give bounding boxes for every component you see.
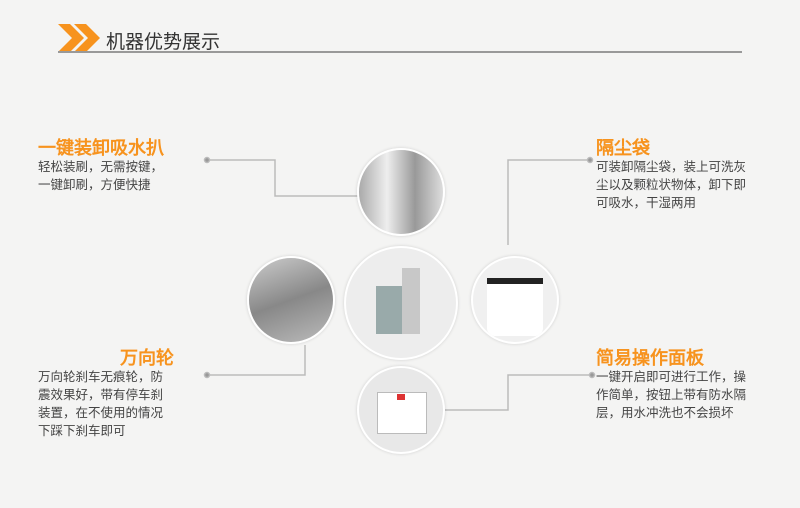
feature-desc-suction: 轻松装刷，无需按键， 一键卸刷，方便快捷 (38, 158, 163, 194)
feature-title-suction: 一键装卸吸水扒 (38, 138, 164, 159)
desc-line: 轻松装刷，无需按键， (38, 159, 164, 174)
image-suction-head (357, 148, 445, 236)
desc-line: 万向轮刹车无痕轮，防 (38, 369, 164, 384)
image-control-panel (357, 366, 445, 454)
desc-line: 层，用水冲洗也不会损坏 (596, 405, 734, 420)
desc-line: 可吸水，干湿两用 (596, 195, 697, 210)
desc-line: 下踩下刹车即可 (38, 423, 126, 438)
image-vacuum-machine (344, 246, 458, 360)
desc-line: 一键卸刷，方便快捷 (38, 177, 151, 192)
desc-line: 震效果好，带有停车刹 (38, 387, 164, 402)
feature-desc-panel: 一键开启即可进行工作，操 作简单，按钮上带有防水隔 层，用水冲洗也不会损坏 (596, 368, 746, 422)
title-divider (58, 51, 742, 53)
desc-line: 装置，在不使用的情况 (38, 405, 164, 420)
image-dust-bag (471, 256, 559, 344)
feature-desc-dust-bag: 可装卸隔尘袋，装上可洗灰 尘以及颗粒状物体，卸下即 可吸水，干湿两用 (596, 158, 746, 212)
section-title: 机器优势展示 (106, 31, 221, 53)
feature-title-wheel: 万向轮 (120, 348, 174, 369)
image-caster-wheel (247, 256, 335, 344)
desc-line: 一键开启即可进行工作，操 (596, 369, 747, 384)
desc-line: 尘以及颗粒状物体，卸下即 (596, 177, 747, 192)
feature-title-dust-bag: 隔尘袋 (596, 138, 650, 159)
feature-title-panel: 简易操作面板 (596, 348, 704, 369)
desc-line: 作简单，按钮上带有防水隔 (596, 387, 747, 402)
chevron-logo-icon (58, 24, 100, 52)
desc-line: 可装卸隔尘袋，装上可洗灰 (596, 159, 747, 174)
feature-desc-wheel: 万向轮刹车无痕轮，防 震效果好，带有停车刹 装置，在不使用的情况 下踩下刹车即可 (38, 368, 163, 440)
